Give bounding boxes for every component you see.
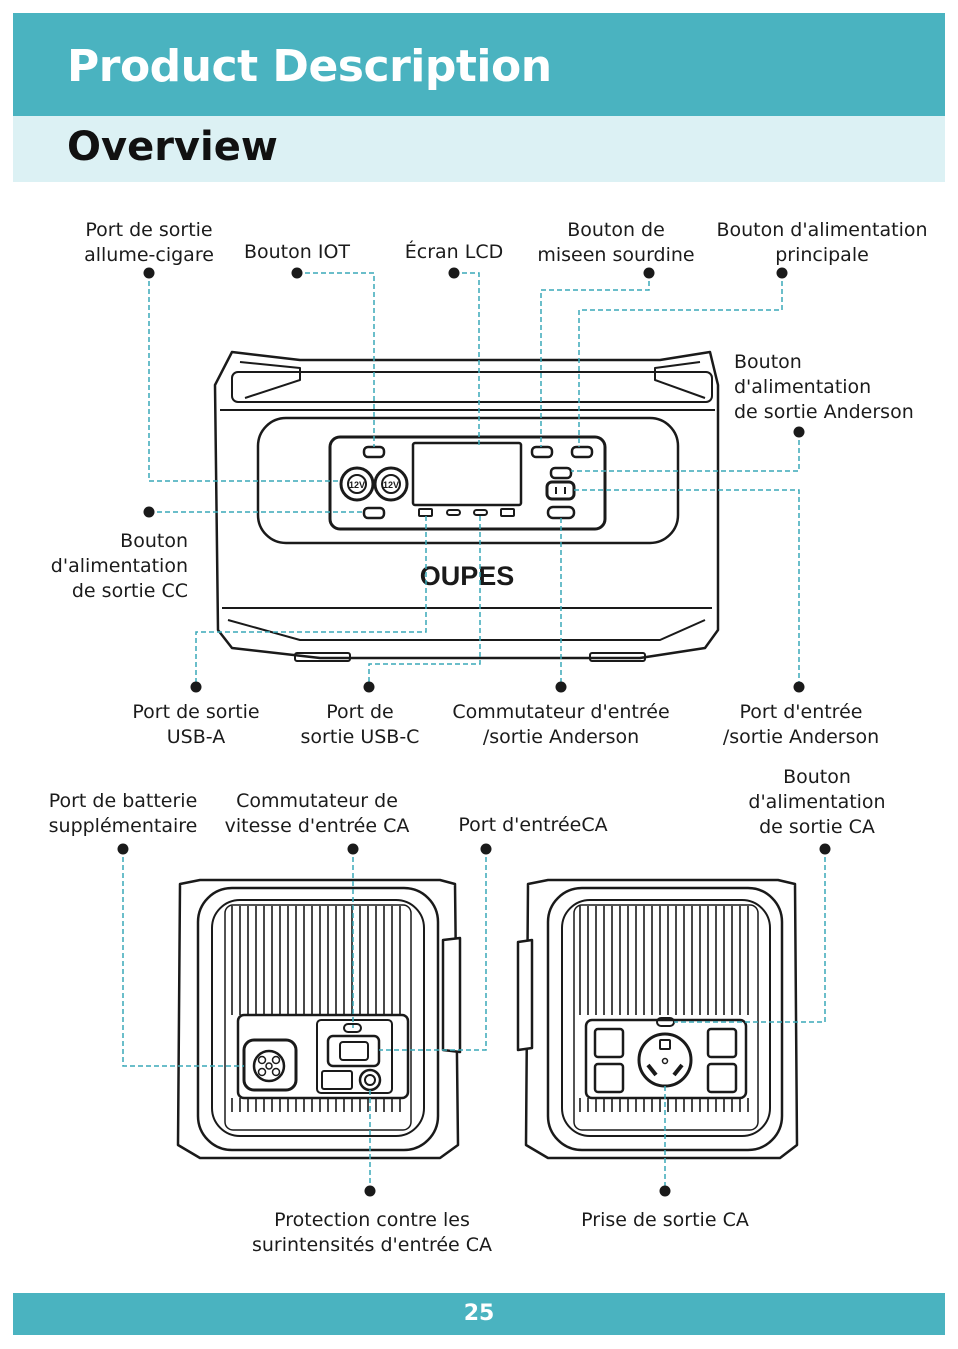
header-bar: Product Description <box>13 13 945 116</box>
label-ac-output-button: Bouton d'alimentation de sortie CA <box>748 766 886 838</box>
socket-12v-right-label: 12V <box>383 480 399 490</box>
page-number: 25 <box>463 1301 495 1326</box>
label-anderson-port: Port d'entrée /sortie Anderson <box>722 701 880 748</box>
label-ac-overcurrent: Protection contre les surintensités d'en… <box>251 1209 493 1256</box>
label-usb-c-port: Port de sortie USB-C <box>300 701 420 748</box>
label-ac-speed-switch: Commutateur de vitesse d'entrée CA <box>224 790 410 837</box>
label-anderson-switch: Commutateur d'entrée /sortie Anderson <box>452 701 670 748</box>
label-usb-a-port: Port de sortie USB-A <box>132 701 260 748</box>
leader-dots <box>117 267 831 1197</box>
footer-bar: 25 <box>13 1293 945 1335</box>
label-battery-port: Port de batterie supplémentaire <box>48 790 198 837</box>
label-ac-input-port: Port d'entréeCA <box>458 814 608 836</box>
leader-lines <box>122 272 826 1191</box>
label-lcd-screen: Écran LCD <box>404 241 504 263</box>
label-ac-outlet: Prise de sortie CA <box>581 1209 749 1231</box>
back-view-right-device <box>516 878 799 1160</box>
subheader-bar: Overview <box>13 116 945 182</box>
device-brand: OUPES <box>420 561 515 591</box>
label-dc-output-button: Bouton d'alimentation de sortie CC <box>50 530 188 602</box>
label-mute-button: Bouton de miseen sourdine <box>537 219 695 266</box>
label-anderson-output-button: Bouton d'alimentation de sortie Anderson <box>734 351 914 423</box>
label-iot-button: Bouton IOT <box>243 241 351 263</box>
section-title: Overview <box>67 124 278 170</box>
back-view-left-device <box>176 878 462 1160</box>
socket-12v-left-label: 12V <box>349 480 365 490</box>
front-view-device <box>213 350 720 662</box>
page-title: Product Description <box>67 41 552 92</box>
label-main-power-button: Bouton d'alimentation principale <box>716 219 928 266</box>
label-cigarette-port: Port de sortie allume-cigare <box>84 219 214 266</box>
